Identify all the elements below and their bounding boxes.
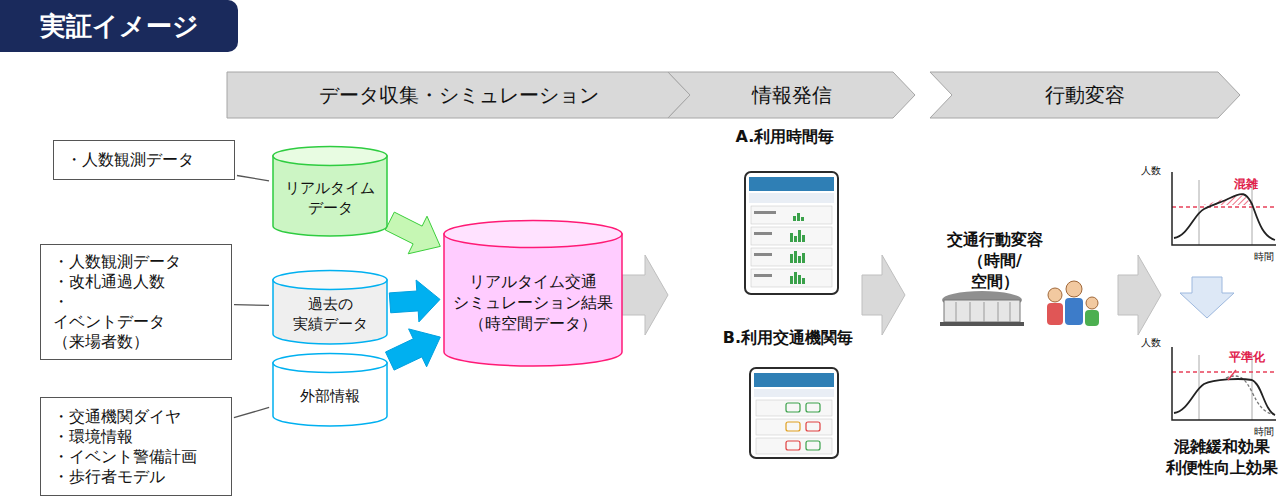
annotation-label: 人数 xyxy=(1141,164,1169,177)
node-content: 外部情報 xyxy=(272,353,388,426)
node-text: ・人数観測データ xyxy=(53,252,181,272)
people-icon xyxy=(1047,281,1099,326)
arrow-shape xyxy=(385,212,440,254)
annotation-label: 混雑緩和効果 利便性向上効果 xyxy=(1160,437,1284,479)
node-content: ・交通機関ダイヤ・環境情報・イベント警備計画・歩行者モデル xyxy=(41,398,231,495)
node-text: ・イベントデータ （来場者数） xyxy=(53,292,165,352)
text-box: ・交通機関ダイヤ・環境情報・イベント警備計画・歩行者モデル xyxy=(40,397,232,496)
annotation-label: 人数 xyxy=(1141,336,1169,349)
leveled-chart xyxy=(1172,347,1276,420)
node-text: 行動変容 xyxy=(1045,82,1125,109)
text-group: 外部情報 xyxy=(300,387,360,407)
phone-screen-a xyxy=(745,172,838,294)
title-badge: 実証イメージ xyxy=(0,0,238,52)
connector-line xyxy=(234,407,269,417)
cylinder-body xyxy=(444,234,622,366)
label-text: 時間 xyxy=(1254,251,1274,262)
block-arrow xyxy=(389,280,440,322)
label-text: 交通行動変容 （時間/空間） xyxy=(947,230,1043,292)
node-text: ・歩行者モデル xyxy=(53,467,197,487)
database-cylinder: 外部情報 xyxy=(272,353,388,426)
text-group: データ収集・シミュレーション xyxy=(319,82,599,109)
database-cylinder: リアルタイム交通 シミュレーション結果 （時空間データ） xyxy=(443,220,623,366)
leader-line xyxy=(237,175,269,180)
annotation-label: B.利用交通機関毎 xyxy=(688,328,888,349)
connector-line xyxy=(237,175,269,180)
text-group: ・人数観測データ・改札通過人数・イベントデータ （来場者数） xyxy=(53,252,181,352)
node-text: データ収集・シミュレーション xyxy=(319,82,599,109)
process-band: 行動変容 xyxy=(930,72,1240,118)
node-text: ・環境情報 xyxy=(53,427,197,447)
annotation-label: 時間 xyxy=(1254,425,1284,438)
text-group: 情報発信 xyxy=(752,82,832,109)
label-text: A.利用時間毎 xyxy=(736,127,835,146)
connector-line xyxy=(234,304,269,306)
cylinder-top xyxy=(273,147,387,166)
database-cylinder: リアルタイム データ xyxy=(272,146,388,236)
phone-screen-b xyxy=(750,368,838,458)
annotation-label: 時間 xyxy=(1254,250,1284,263)
text-group: 行動変容 xyxy=(1045,82,1125,109)
annotation-label: A.利用時間毎 xyxy=(695,127,875,148)
text-group: リアルタイム データ xyxy=(285,179,375,218)
text-box: ・人数観測データ・改札通過人数・イベントデータ （来場者数） xyxy=(40,244,232,360)
arrow-shape xyxy=(389,280,440,322)
leader-line xyxy=(234,304,269,306)
text-group: ・交通機関ダイヤ・環境情報・イベント警備計画・歩行者モデル xyxy=(53,407,197,487)
node-text: ・イベント警備計画 xyxy=(53,447,197,467)
node-text: 情報発信 xyxy=(752,82,832,109)
cylinder-top xyxy=(273,271,387,290)
cylinder-body xyxy=(273,156,387,236)
block-arrow xyxy=(386,329,441,370)
text-group: ・人数観測データ xyxy=(66,150,194,170)
block-arrow xyxy=(385,212,440,254)
node-text: 過去の 実績データ xyxy=(293,295,368,334)
flow-arrow xyxy=(622,255,1161,335)
label-text: 時間 xyxy=(1254,426,1274,437)
chevron xyxy=(930,72,1240,118)
text-group: リアルタイム交通 シミュレーション結果 （時空間データ） xyxy=(453,272,613,334)
node-content: 行動変容 xyxy=(930,72,1240,118)
annotation-label: 交通行動変容 （時間/空間） xyxy=(915,230,1075,292)
node-content: リアルタイム交通 シミュレーション結果 （時空間データ） xyxy=(443,220,623,366)
node-text: 外部情報 xyxy=(300,387,360,407)
arrow-shape xyxy=(386,329,441,370)
node-text: リアルタイム交通 シミュレーション結果 （時空間データ） xyxy=(453,272,613,334)
down-arrow xyxy=(1180,277,1234,318)
node-content: 情報発信 xyxy=(668,72,915,118)
label-text: 人数 xyxy=(1141,165,1161,176)
node-content: リアルタイム データ xyxy=(272,146,388,236)
process-band: データ収集・シミュレーション xyxy=(227,72,690,118)
congestion-chart xyxy=(1172,172,1276,245)
text-group: 過去の 実績データ xyxy=(293,295,368,334)
cylinder-top xyxy=(273,354,387,373)
process-band: 情報発信 xyxy=(668,72,915,118)
annotation-label: 混雑 xyxy=(1234,177,1264,193)
label-text: 混雑 xyxy=(1234,177,1258,191)
node-text: ・改札通過人数 xyxy=(53,272,181,292)
database-cylinder: 過去の 実績データ xyxy=(272,270,388,344)
label-text: 平準化 xyxy=(1229,350,1265,364)
node-text: ・交通機関ダイヤ xyxy=(53,407,197,427)
station-icon xyxy=(940,291,1024,326)
chevron xyxy=(668,72,915,118)
node-content: データ収集・シミュレーション xyxy=(227,72,690,118)
node-content: ・人数観測データ・改札通過人数・イベントデータ （来場者数） xyxy=(41,245,231,359)
node-text: リアルタイム データ xyxy=(285,179,375,218)
label-text: B.利用交通機関毎 xyxy=(723,328,853,347)
chevron xyxy=(227,72,690,118)
leader-line xyxy=(234,407,269,417)
node-content: ・人数観測データ xyxy=(54,141,234,179)
annotation-label: 平準化 xyxy=(1229,350,1273,366)
cylinder-top xyxy=(444,221,622,248)
text-box: ・人数観測データ xyxy=(53,140,235,180)
node-content: 過去の 実績データ xyxy=(272,270,388,344)
label-text: 人数 xyxy=(1141,337,1161,348)
cylinder-shape xyxy=(443,220,623,366)
label-text: 混雑緩和効果 利便性向上効果 xyxy=(1166,437,1278,479)
node-text: ・人数観測データ xyxy=(66,150,194,170)
